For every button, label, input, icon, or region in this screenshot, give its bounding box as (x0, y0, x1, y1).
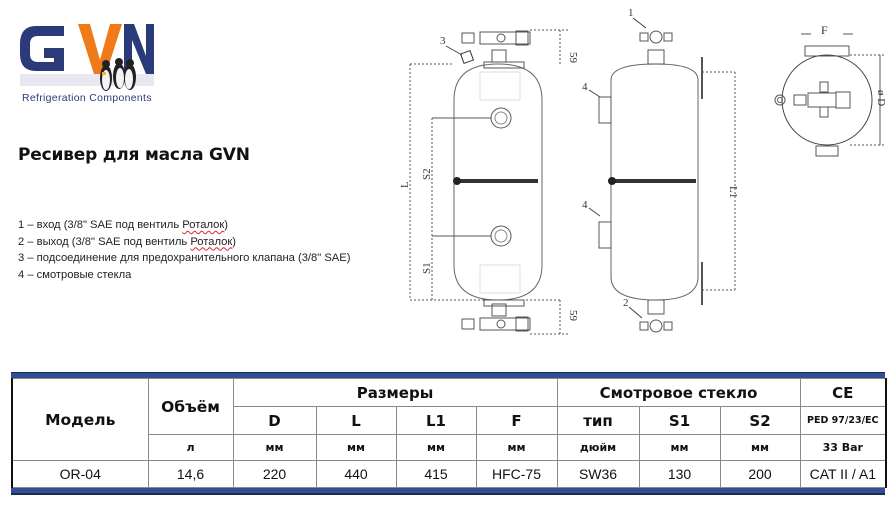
header-ce: CE (799, 378, 887, 407)
unit-S2: мм (719, 434, 801, 461)
cell-model: OR-04 (11, 460, 149, 488)
top-view (774, 33, 886, 157)
page-title: Ресивер для масла GVN (18, 145, 250, 165)
technical-drawing: 3 L S2 S1 59 59 1 4 4 2 L1 (399, 7, 887, 335)
subheader-D: D (232, 406, 317, 435)
legend-item: 2 – выход (3/8" SAE под вентиль Роталок) (18, 235, 236, 248)
dim-L: L (399, 181, 411, 188)
legend-item: 3 – подсоединение для предохранительного… (18, 252, 351, 264)
unit-volume: л (147, 434, 234, 461)
subheader-F: F (475, 406, 558, 435)
dim-S1: S1 (421, 262, 433, 274)
unit-F: мм (475, 434, 558, 461)
gvn-logo-mark (20, 24, 154, 91)
cell-type: SW36 (556, 460, 640, 488)
legend-item: 1 – вход (3/8" SAE под вентиль Роталок) (18, 219, 228, 231)
table-bottom-bar (11, 488, 885, 495)
callout-3: 3 (440, 35, 446, 47)
cell-D: 220 (232, 460, 317, 488)
header-dimensions: Размеры (232, 378, 558, 407)
cell-ce: CAT II / A1 (799, 460, 887, 488)
header-volume: Объём (147, 378, 234, 435)
table-row: OR-04 14,6 220 440 415 HFC-75 SW36 130 2… (11, 460, 887, 488)
header-sight-glass: Смотровое стекло (556, 378, 801, 407)
unit-L: мм (315, 434, 397, 461)
unit-type: дюйм (556, 434, 640, 461)
cell-S2: 200 (719, 460, 801, 488)
subheader-L1: L1 (395, 406, 477, 435)
table-top-bar (11, 372, 885, 378)
subheader-S1: S1 (638, 406, 721, 435)
unit-S1: мм (638, 434, 721, 461)
dim-59-bottom: 59 (567, 310, 579, 322)
logo-tagline: Refrigeration Components (22, 92, 152, 104)
gvn-logo: Refrigeration Components (16, 16, 156, 108)
side-view (588, 17, 736, 333)
penguins-icon (100, 58, 136, 91)
subheader-L: L (315, 406, 397, 435)
cell-F: HFC-75 (475, 460, 558, 488)
legend-item: 4 – смотровые стекла (18, 268, 132, 281)
cell-L: 440 (315, 460, 397, 488)
parts-legend: 1 – вход (3/8" SAE под вентиль Роталок) … (18, 217, 350, 283)
unit-D: мм (232, 434, 317, 461)
dim-59-top: 59 (567, 52, 579, 64)
callout-2: 2 (623, 297, 629, 309)
callout-1: 1 (628, 7, 634, 19)
dim-F: F (821, 23, 828, 37)
cell-volume: 14,6 (147, 460, 234, 488)
cell-S1: 130 (638, 460, 721, 488)
callout-4-top: 4 (582, 81, 588, 93)
cell-L1: 415 (395, 460, 477, 488)
subheader-ped: PED 97/23/EC (799, 406, 887, 435)
subheader-type: тип (556, 406, 640, 435)
header-model: Модель (11, 378, 149, 461)
unit-pressure: 33 Bar (799, 434, 887, 461)
dim-L1: L1 (727, 186, 739, 198)
unit-L1: мм (395, 434, 477, 461)
dim-S2: S2 (421, 168, 433, 180)
specs-table: Модель Объём Размеры Смотровое стекло CE… (11, 372, 888, 495)
callout-4-bottom: 4 (582, 199, 588, 211)
dim-D: ø D (875, 90, 887, 106)
subheader-S2: S2 (719, 406, 801, 435)
front-view (409, 29, 568, 335)
